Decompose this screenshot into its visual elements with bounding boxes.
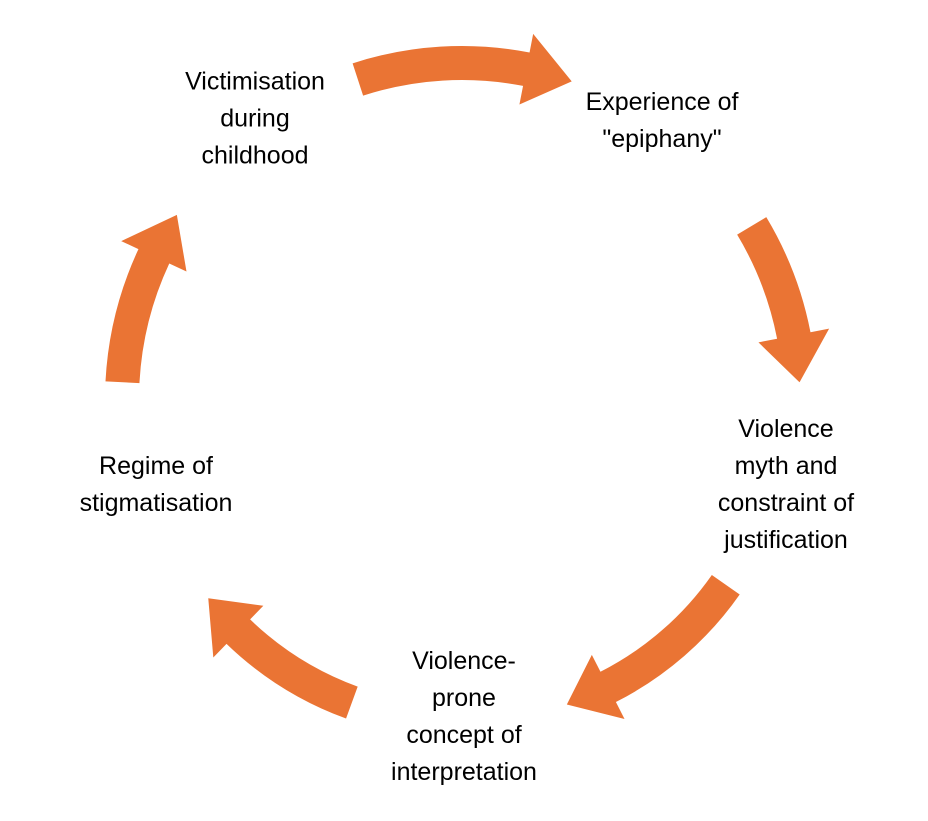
node-regime-stigmatisation: Regime of stigmatisation — [79, 452, 233, 517]
node-violence-myth: Violence myth and constraint of justific… — [717, 415, 855, 554]
cycle-arrow-4 — [208, 598, 358, 719]
cycle-arrow-2 — [737, 217, 830, 383]
node-violence-prone-concept: Violence- prone concept of interpretatio… — [391, 647, 537, 786]
node-victimisation: Victimisation during childhood — [185, 67, 325, 170]
cycle-arrow-3 — [566, 574, 740, 719]
node-epiphany: Experience of "epiphany" — [585, 88, 739, 153]
cycle-arrow-5 — [105, 214, 187, 384]
cycle-arrow-1 — [352, 33, 572, 105]
